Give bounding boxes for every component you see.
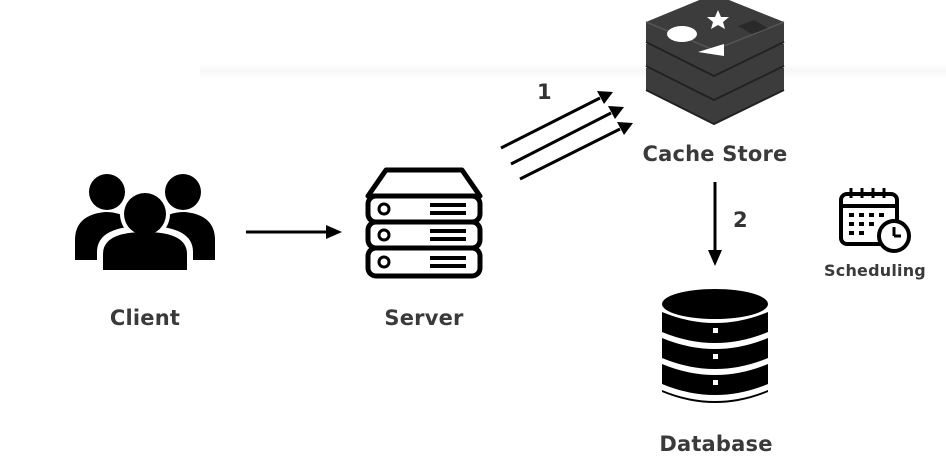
- redis-logo-icon: [645, 0, 785, 126]
- users-icon: [75, 174, 215, 270]
- scheduling-label: Scheduling: [824, 261, 926, 280]
- server-label: Server: [384, 306, 464, 330]
- edge-label-1: 1: [537, 80, 552, 104]
- cache-store-label: Cache Store: [642, 142, 788, 166]
- database-icon: [662, 289, 768, 403]
- server-rack-icon: [365, 167, 483, 279]
- calendar-clock-icon: [839, 188, 911, 253]
- edge-label-2: 2: [733, 208, 748, 232]
- database-label: Database: [659, 432, 773, 456]
- client-label: Client: [109, 306, 181, 330]
